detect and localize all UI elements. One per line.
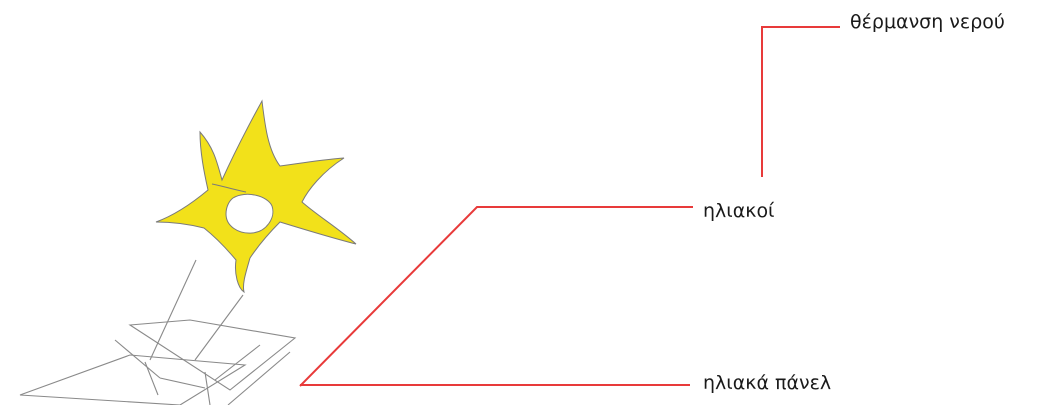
label-solar: ηλιακοί [703,202,775,221]
label-solar-panels: ηλιακά πάνελ [703,374,831,393]
solar-panel-sketch-icon [20,260,295,405]
leader-line-solar [300,207,693,386]
leader-line-water [762,27,840,177]
sun-icon [156,101,356,292]
label-water-heating: θέρμανση νερού [850,13,1005,32]
